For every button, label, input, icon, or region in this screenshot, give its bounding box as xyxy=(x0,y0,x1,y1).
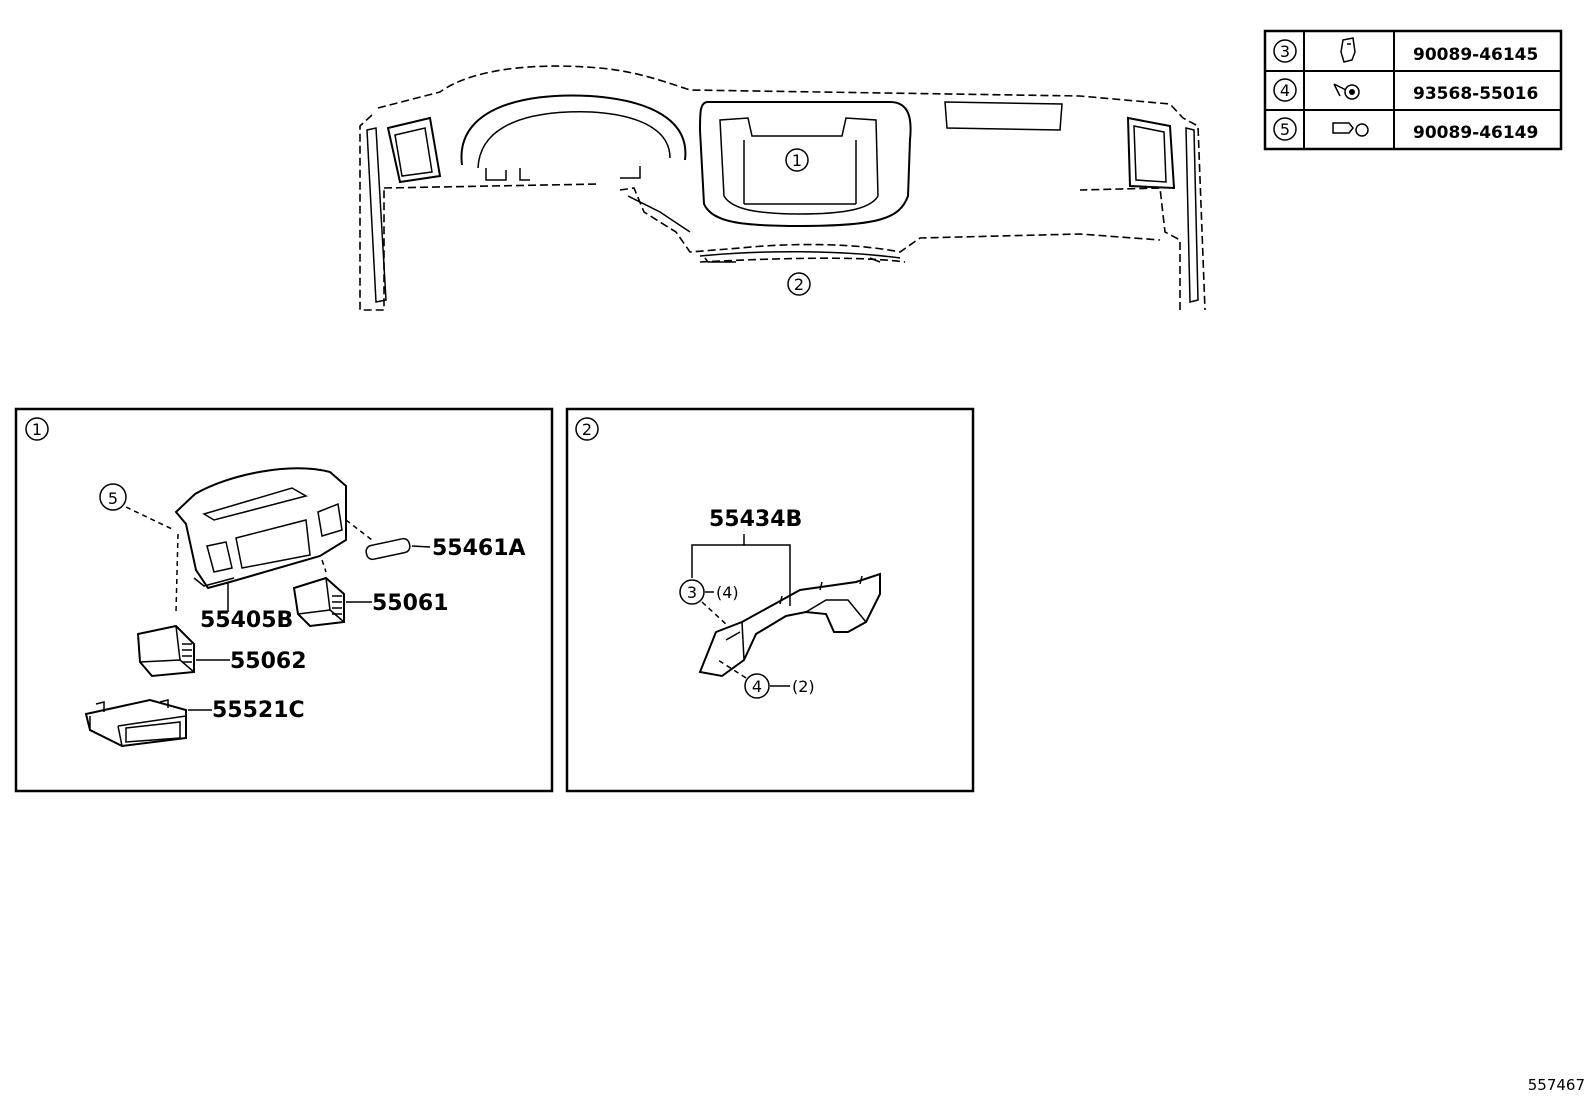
part-number: 90089-46149 xyxy=(1413,123,1538,143)
part-label-55434B: 55434B xyxy=(709,507,802,532)
panel-badge-2: 2 xyxy=(582,420,592,439)
quantity-4: (2) xyxy=(792,677,815,696)
vent-register-55061 xyxy=(292,576,345,628)
part-label-55521C: 55521C xyxy=(212,698,305,723)
instrument-panel-overview: 1 2 xyxy=(359,65,1206,311)
part-label-55062: 55062 xyxy=(230,649,307,674)
cluster-finish-panel xyxy=(174,467,347,612)
part-label-55061: 55061 xyxy=(372,591,449,616)
fastener-row: 3 90089-46145 xyxy=(1273,37,1538,65)
illustration-id: 557467 xyxy=(1528,1076,1585,1094)
fastener-ref: 4 xyxy=(1280,81,1290,100)
callout-3: 3 xyxy=(687,583,697,602)
quantity-3: (4) xyxy=(716,583,739,602)
screw-clip-icon xyxy=(1333,83,1360,100)
callout-2: 2 xyxy=(794,275,804,294)
panel-badge-1: 1 xyxy=(32,420,42,439)
detail-panel-1: 1 5 55405B 55461A 55061 xyxy=(14,407,554,793)
part-label-55461A: 55461A xyxy=(432,536,526,561)
detail-panel-2: 2 55434B 3 (4) 4 (2) xyxy=(565,407,975,793)
part-number: 90089-46145 xyxy=(1413,45,1538,65)
console-pocket-55521C xyxy=(84,698,187,748)
callout-1: 1 xyxy=(792,151,802,170)
callout-5: 5 xyxy=(108,489,118,508)
lower-panel-55434B xyxy=(698,572,881,678)
clip-icon xyxy=(1340,37,1356,63)
fastener-ref: 5 xyxy=(1280,120,1290,139)
fastener-table: 3 90089-46145 4 93568-55016 5 xyxy=(1263,29,1563,151)
retainer-clip-icon xyxy=(1332,122,1369,137)
fastener-row: 4 93568-55016 xyxy=(1273,78,1538,104)
callout-4: 4 xyxy=(752,677,762,696)
fastener-ref: 3 xyxy=(1280,42,1290,61)
part-label-55405B: 55405B xyxy=(200,608,293,633)
part-number: 93568-55016 xyxy=(1413,84,1538,104)
vent-register-55062 xyxy=(136,624,195,678)
fastener-row: 5 90089-46149 xyxy=(1273,117,1538,143)
